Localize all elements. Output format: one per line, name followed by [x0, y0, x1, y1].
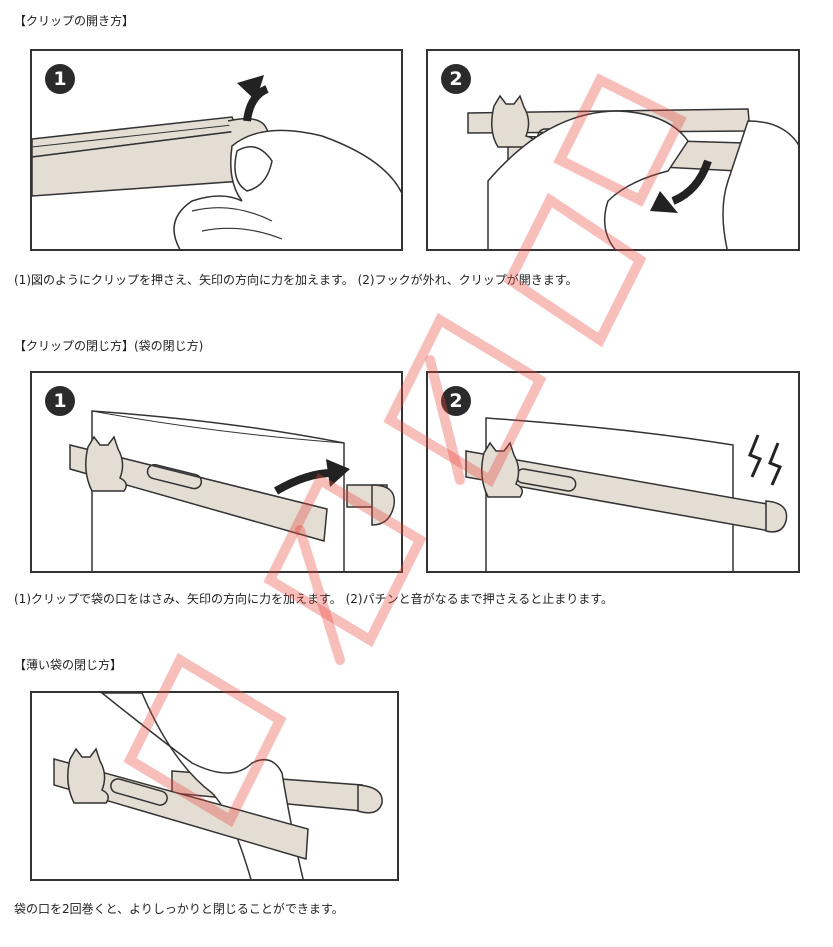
illustration-thin-bag — [30, 691, 399, 881]
caption-open: (1)図のようにクリップを押さえ、矢印の方向に力を加えます。 (2)フックが外れ… — [14, 273, 578, 287]
step-badge-1: 1 — [45, 386, 75, 416]
step-badge-2: 2 — [441, 64, 471, 94]
illustration-open-step2: 2 — [426, 49, 800, 251]
caption-close: (1)クリップで袋の口をはさみ、矢印の方向に力を加えます。 (2)パチンと音がな… — [14, 592, 614, 606]
section-heading-open: 【クリップの開き方】 — [14, 14, 135, 28]
section-heading-thin-bag: 【薄い袋の閉じ方】 — [14, 658, 123, 672]
illustration-close-step1: 1 — [30, 371, 403, 573]
caption-thin-bag: 袋の口を2回巻くと、よりしっかりと閉じることができます。 — [14, 902, 344, 916]
illustration-close-step2: 2 — [426, 371, 800, 573]
step-badge-1: 1 — [45, 64, 75, 94]
section-heading-close: 【クリップの閉じ方】(袋の閉じ方) — [14, 339, 204, 353]
step-badge-2: 2 — [441, 386, 471, 416]
illustration-open-step1: 1 — [30, 49, 403, 251]
